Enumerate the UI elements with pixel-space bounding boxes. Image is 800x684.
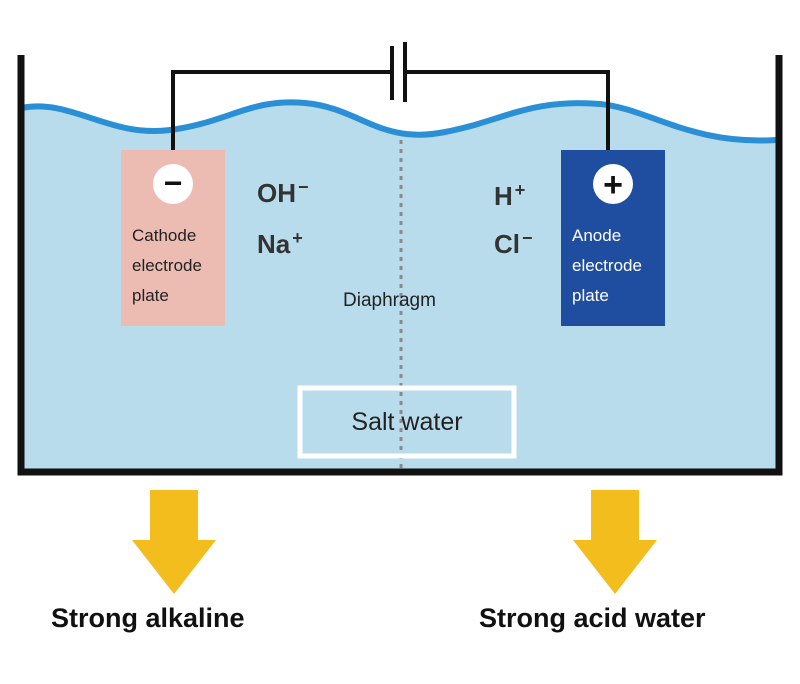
circuit-wire-left <box>171 70 390 150</box>
ion-hydroxide: OH− <box>257 177 309 208</box>
anode-label: Anode electrode plate <box>572 221 642 311</box>
cathode-label-line: plate <box>132 286 169 305</box>
cathode-label: Cathode electrode plate <box>132 221 202 311</box>
anode-terminal-circle <box>593 164 633 204</box>
diaphragm-label: Diaphragm <box>343 290 436 311</box>
plus-symbol: + <box>603 166 623 204</box>
water-surface-wave <box>21 99 777 144</box>
anode-label-line: Anode <box>572 226 622 245</box>
ion-hydrogen: H+ <box>494 180 526 211</box>
cathode-label-line: Cathode <box>132 226 197 245</box>
anode-label-line: electrode <box>572 256 642 275</box>
cathode-label-line: electrode <box>132 256 202 275</box>
down-arrow-left-icon <box>132 490 216 594</box>
output-right-label: Strong acid water <box>479 603 706 633</box>
salt-water-label: Salt water <box>351 407 463 436</box>
anode-label-line: plate <box>572 286 609 305</box>
ion-chloride: Cl− <box>494 228 533 259</box>
minus-symbol: − <box>164 165 183 201</box>
cathode-terminal-circle <box>153 164 193 204</box>
down-arrow-right-icon <box>573 490 657 594</box>
output-left-label: Strong alkaline <box>51 603 245 633</box>
tank-outline <box>17 55 783 476</box>
circuit-wire-right <box>406 70 610 150</box>
ion-sodium: Na+ <box>257 228 303 259</box>
salt-water-box <box>297 385 517 459</box>
